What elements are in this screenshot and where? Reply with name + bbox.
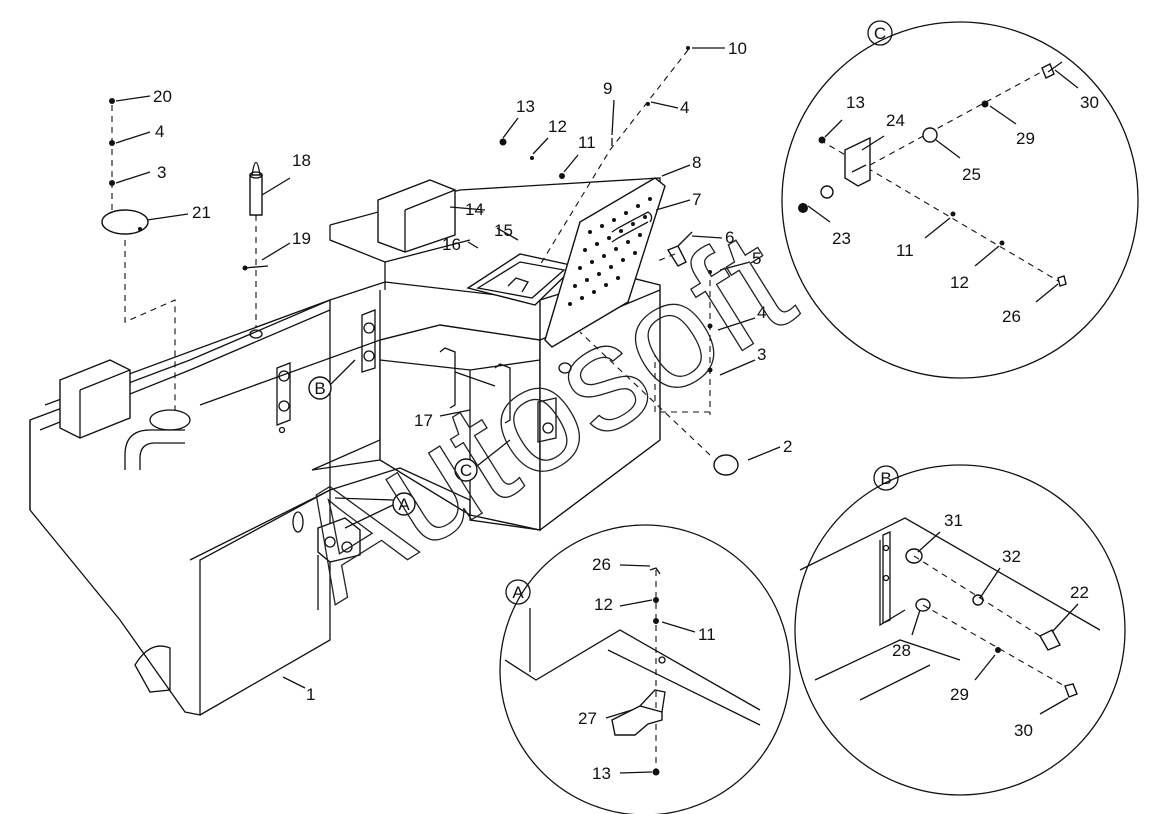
callout-12: 12 [548,117,567,136]
detail-b-callout-31: 31 [944,511,963,530]
detail-c-callout-13: 13 [846,93,865,112]
detail-a-callout-26: 26 [592,555,611,574]
detail-c-callout-29: 29 [1016,129,1035,148]
callout-15: 15 [494,221,513,240]
callout-18: 18 [292,151,311,170]
detail-b-callouts: 31 32 22 28 29 30 [892,511,1089,740]
detail-a-marker-title: A [512,583,524,602]
callout-10: 10 [728,39,747,58]
callout-17: 17 [414,411,433,430]
callout-13: 13 [516,97,535,116]
callout-20: 20 [153,87,172,106]
callout-2: 2 [783,437,792,456]
detail-c-callout-12: 12 [950,273,969,292]
detail-c-callout-24: 24 [886,111,905,130]
detail-b-callout-30: 30 [1014,721,1033,740]
callout-3: 3 [757,345,766,364]
detail-c: C [781,20,1139,379]
detail-b-callout-32: 32 [1002,547,1021,566]
marker-c: C [460,461,472,480]
detail-b-callout-29: 29 [950,685,969,704]
callout-16: 16 [442,235,461,254]
callout-11: 11 [578,133,596,152]
detail-b-callout-28: 28 [892,641,911,660]
detail-c-callout-23: 23 [832,229,851,248]
detail-a-callout-27: 27 [578,709,597,728]
detail-a-callout-12: 12 [594,595,613,614]
detail-c-callouts: 13 24 30 29 25 23 11 12 26 [832,93,1099,326]
callout-14: 14 [465,200,484,219]
callout-8: 8 [692,153,701,172]
leader-lines [115,47,1079,774]
callout-21: 21 [192,203,211,222]
detail-a: A [499,524,791,814]
detail-c-callout-25: 25 [962,165,981,184]
callout-6: 6 [725,228,734,247]
callout-3-left: 3 [157,163,166,182]
callout-4-lower: 4 [757,303,766,322]
detail-c-callout-26: 26 [1002,307,1021,326]
part-callouts: 1 2 3 4 5 6 7 8 9 10 4 11 12 13 14 15 16… [153,39,792,704]
callout-19: 19 [292,229,311,248]
callout-7: 7 [692,190,701,209]
callout-5: 5 [752,249,761,268]
detail-b-marker-title: B [880,469,891,488]
detail-b-callout-22: 22 [1070,583,1089,602]
callout-4-upper: 4 [680,98,689,117]
detail-c-callout-30: 30 [1080,93,1099,112]
detail-b: B [794,464,1126,796]
detail-c-marker-title: C [874,24,886,43]
callout-9: 9 [603,79,612,98]
main-assembly [29,46,739,716]
callout-4-left: 4 [155,122,164,141]
marker-b: B [314,379,325,398]
detail-markers: A B C [308,359,511,529]
lid-holes [568,197,652,306]
detail-a-callout-13: 13 [592,764,611,783]
detail-a-callout-11: 11 [698,625,716,644]
marker-a: A [398,495,410,514]
detail-c-callout-11: 11 [896,241,914,260]
detail-a-callouts: 26 12 11 27 13 [578,555,716,783]
callout-1: 1 [306,685,315,704]
